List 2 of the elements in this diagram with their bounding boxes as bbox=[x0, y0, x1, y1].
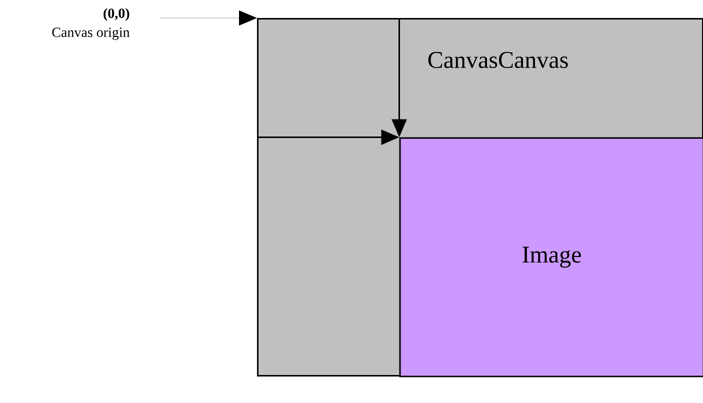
image-area: Image bbox=[399, 137, 703, 378]
origin-label: (0,0) Canvas origin bbox=[52, 8, 130, 40]
